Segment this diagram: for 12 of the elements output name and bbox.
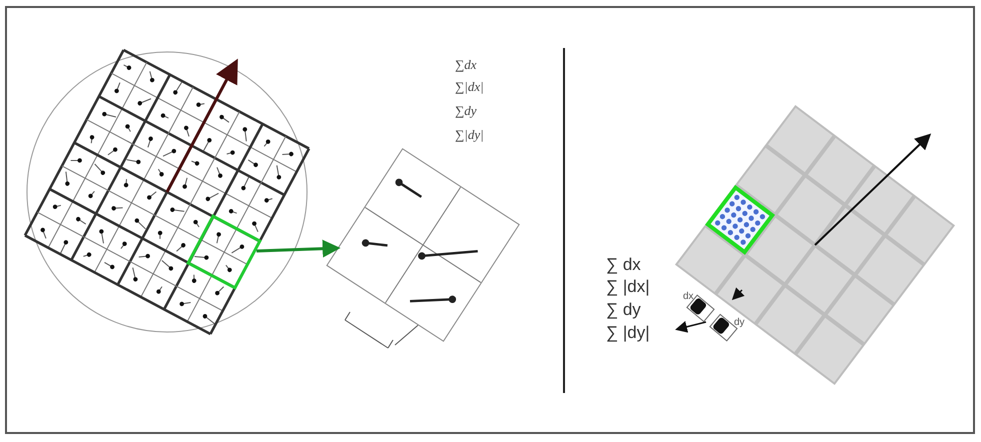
axis-label: dy — [734, 318, 745, 328]
highlighted-subregion — [186, 214, 262, 290]
sum-formula: ∑dy — [455, 104, 477, 117]
sum-formula: ∑|dy| — [455, 128, 484, 141]
axis-label: dx — [683, 292, 694, 302]
sum-formula: ∑ dy — [606, 301, 641, 318]
arrow — [256, 240, 341, 258]
sum-formula: ∑ dx — [606, 256, 641, 273]
sum-formula: ∑ |dy| — [606, 324, 650, 341]
sum-formula: ∑|dx| — [455, 80, 484, 93]
sum-formula: ∑ |dx| — [606, 278, 650, 295]
sum-formula: ∑dx — [455, 58, 477, 71]
